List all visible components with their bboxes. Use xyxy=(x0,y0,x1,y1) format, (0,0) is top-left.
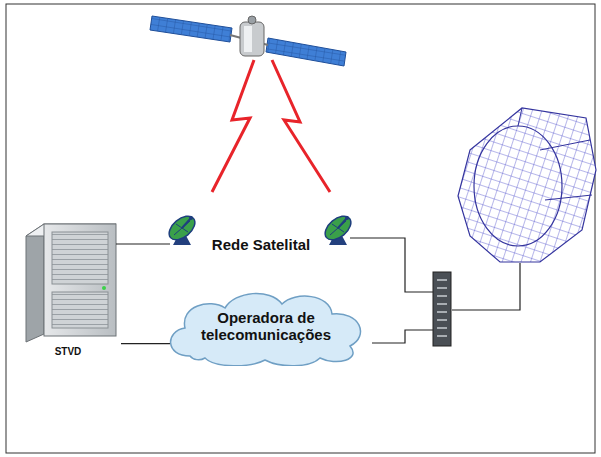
server-tower xyxy=(26,224,116,342)
wire xyxy=(116,238,520,343)
network-switch xyxy=(433,272,451,346)
satellite-dish xyxy=(165,211,200,245)
cloud-label: Operadora de telecomunicações xyxy=(201,309,331,344)
server-node: STVD xyxy=(15,222,121,362)
radio-link xyxy=(212,60,254,192)
network-link xyxy=(121,343,170,344)
radio-link xyxy=(272,60,330,192)
network-label: Rede Satelital xyxy=(212,236,310,253)
network-cloud: Operadora de telecomunicações xyxy=(160,286,372,366)
frame xyxy=(6,4,595,453)
server-label: STVD xyxy=(15,346,121,358)
satellite xyxy=(150,16,346,66)
radar-antenna xyxy=(458,108,596,262)
satellite-dish xyxy=(321,211,356,245)
